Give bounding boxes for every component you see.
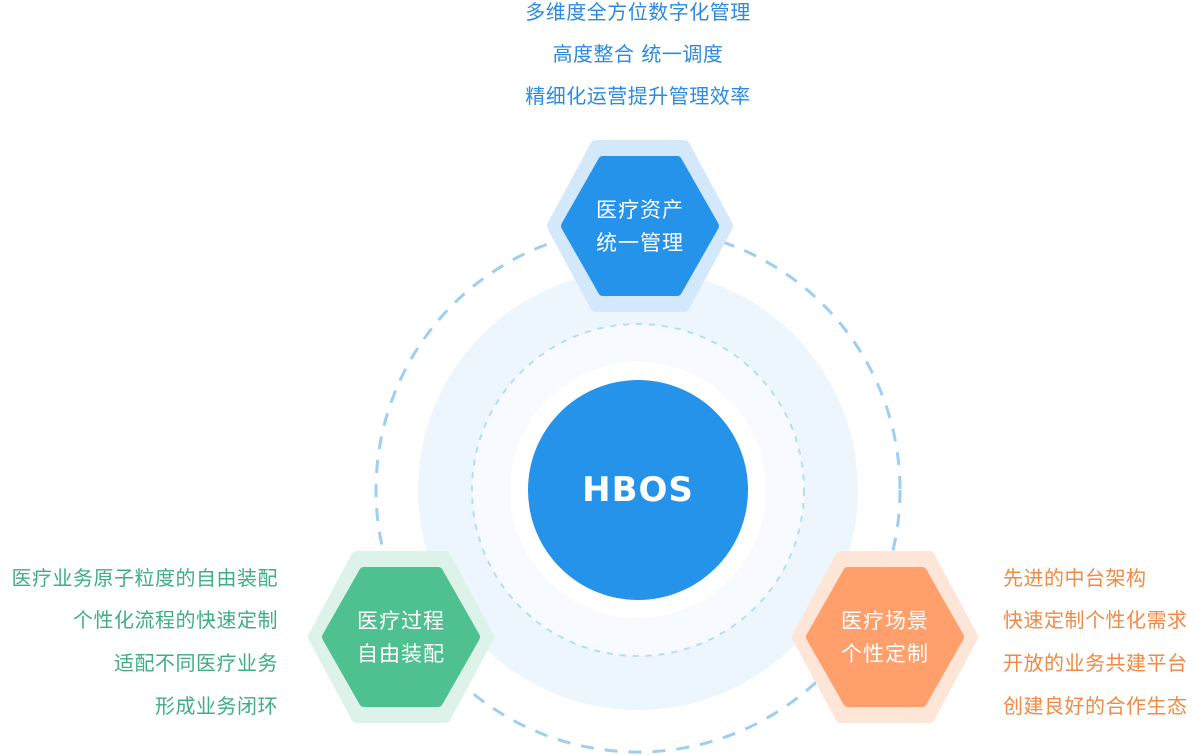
left-text-1: 医疗业务原子粒度的自由装配: [11, 566, 278, 590]
top-text-1: 多维度全方位数字化管理: [525, 0, 751, 24]
right-text-3: 开放的业务共建平台: [1003, 651, 1188, 675]
right-hexagon: [806, 567, 964, 707]
left-text-4: 形成业务闭环: [155, 694, 278, 718]
hbos-label: HBOS: [582, 470, 694, 510]
inner-dashed-ring: [471, 323, 805, 657]
left-hexagon: [322, 567, 480, 707]
left-node-line2: 自由装配: [357, 642, 445, 666]
right-node-line1: 医疗场景: [841, 609, 929, 633]
left-text-3: 适配不同医疗业务: [114, 651, 278, 675]
top-node-label: 医疗资产 统一管理: [560, 194, 720, 260]
right-hexagon-node: [792, 551, 978, 723]
left-node-label: 医疗过程 自由装配: [321, 605, 481, 671]
hbos-center-circle: [528, 380, 748, 600]
top-text-3: 精细化运营提升管理效率: [525, 84, 751, 108]
top-node-line1: 医疗资产: [596, 198, 684, 222]
right-text-4: 创建良好的合作生态: [1003, 694, 1188, 718]
right-node-line2: 个性定制: [841, 642, 929, 666]
top-hexagon: [561, 156, 719, 296]
top-node-line2: 统一管理: [596, 231, 684, 255]
top-text-2: 高度整合 统一调度: [552, 42, 724, 66]
left-text-2: 个性化流程的快速定制: [73, 608, 278, 632]
right-node-label: 医疗场景 个性定制: [805, 605, 965, 671]
left-hexagon-node: [308, 551, 494, 723]
right-text-2: 快速定制个性化需求: [1003, 608, 1188, 632]
left-node-line1: 医疗过程: [357, 609, 445, 633]
top-hexagon-node: [547, 140, 733, 312]
right-text-1: 先进的中台架构: [1003, 566, 1147, 590]
